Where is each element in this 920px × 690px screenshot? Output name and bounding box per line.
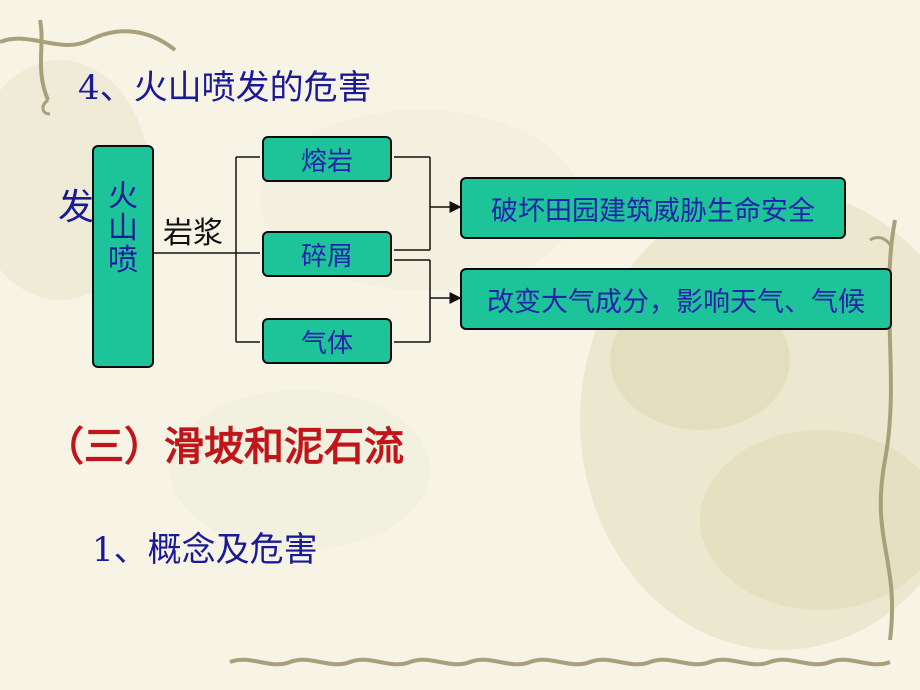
product-box-gas: 气体 [262, 318, 392, 364]
magma-label: 岩浆 [163, 216, 223, 251]
slide-heading: 4、火山喷发的危害 [78, 68, 372, 108]
effect-box-destruction: 破坏田园建筑威胁生命安全 [460, 177, 846, 239]
product-box-debris: 碎屑 [262, 231, 392, 277]
subheading: 1、概念及危害 [92, 530, 318, 570]
volcano-box-char-2: 山 [108, 211, 138, 246]
volcano-box-char-3: 喷 [108, 243, 138, 278]
effect-box-atmosphere: 改变大气成分，影响天气、气候 [460, 268, 892, 330]
product-box-lava: 熔岩 [262, 136, 392, 182]
volcano-box-char-1: 火 [108, 179, 138, 214]
section-title: （三）滑坡和泥石流 [44, 424, 404, 470]
volcano-eruption-box: 火 山 喷 [92, 145, 154, 368]
diagram-left-label: 发 [58, 187, 95, 228]
